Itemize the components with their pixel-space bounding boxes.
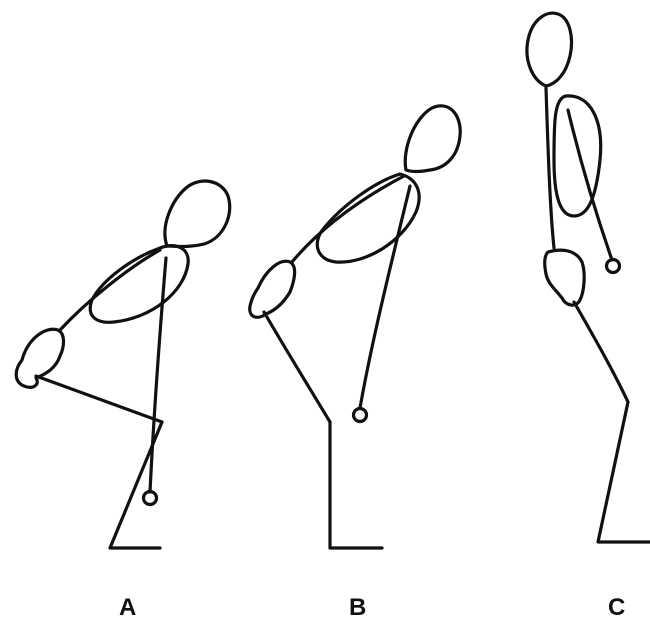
figure-label-b: B (349, 594, 367, 621)
hand-b (351, 406, 369, 424)
back-line-a (58, 248, 162, 332)
back-line-c (544, 86, 556, 250)
hip-b (248, 259, 297, 319)
head-b (403, 104, 462, 174)
hip-c (543, 248, 586, 307)
thigh-b (262, 310, 332, 424)
hand-a (141, 489, 159, 507)
hand-c (604, 257, 622, 275)
shin-c (596, 400, 650, 544)
torso-c (552, 94, 603, 218)
figure-label-c: C (608, 594, 626, 621)
shin-a (108, 420, 164, 550)
figure-label-a: A (119, 594, 137, 621)
stick-figure-c (525, 11, 650, 544)
head-c (525, 11, 574, 88)
torso-b (315, 172, 421, 264)
torso-a (88, 244, 190, 324)
stick-figure-a (14, 179, 232, 550)
arm-b (358, 184, 412, 410)
head-a (163, 179, 232, 249)
shin-b (328, 420, 384, 550)
stick-figure-b (248, 104, 462, 550)
hip-a (14, 327, 66, 389)
arm-c (566, 108, 614, 262)
thigh-a (34, 374, 164, 424)
arm-a (148, 256, 168, 494)
thigh-c (572, 300, 630, 404)
back-line-b (290, 174, 406, 264)
